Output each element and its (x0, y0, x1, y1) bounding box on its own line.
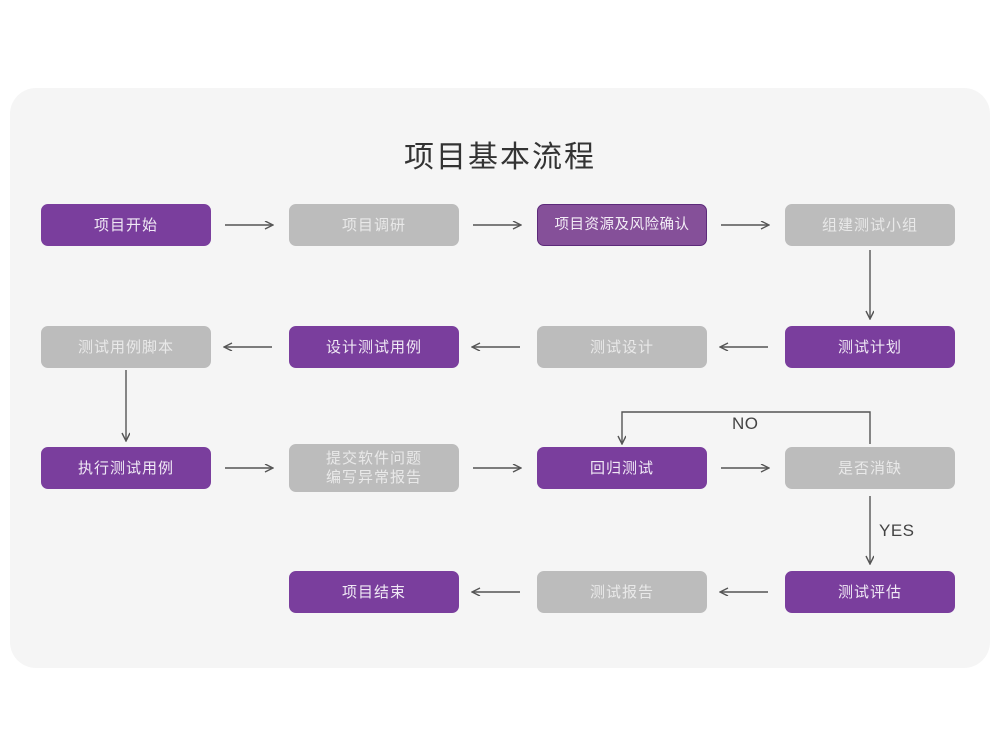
edge-label-yes: YES (879, 521, 915, 540)
node-resource-risk-confirm[interactable]: 项目资源及风险确认 (537, 204, 707, 246)
node-regression-test[interactable]: 回归测试 (537, 447, 707, 489)
node-submit-issue-report[interactable]: 提交软件问题 编写异常报告 (289, 444, 459, 492)
node-design-test-case[interactable]: 设计测试用例 (289, 326, 459, 368)
node-project-end[interactable]: 项目结束 (289, 571, 459, 613)
node-build-test-team[interactable]: 组建测试小组 (785, 204, 955, 246)
node-test-design[interactable]: 测试设计 (537, 326, 707, 368)
node-test-plan[interactable]: 测试计划 (785, 326, 955, 368)
edge-label-no: NO (732, 414, 759, 433)
node-test-report[interactable]: 测试报告 (537, 571, 707, 613)
page-title: 项目基本流程 (404, 141, 596, 174)
node-project-research[interactable]: 项目调研 (289, 204, 459, 246)
node-defect-cleared[interactable]: 是否消缺 (785, 447, 955, 489)
node-project-start[interactable]: 项目开始 (41, 204, 211, 246)
node-test-case-script[interactable]: 测试用例脚本 (41, 326, 211, 368)
node-execute-test-case[interactable]: 执行测试用例 (41, 447, 211, 489)
node-test-evaluation[interactable]: 测试评估 (785, 571, 955, 613)
